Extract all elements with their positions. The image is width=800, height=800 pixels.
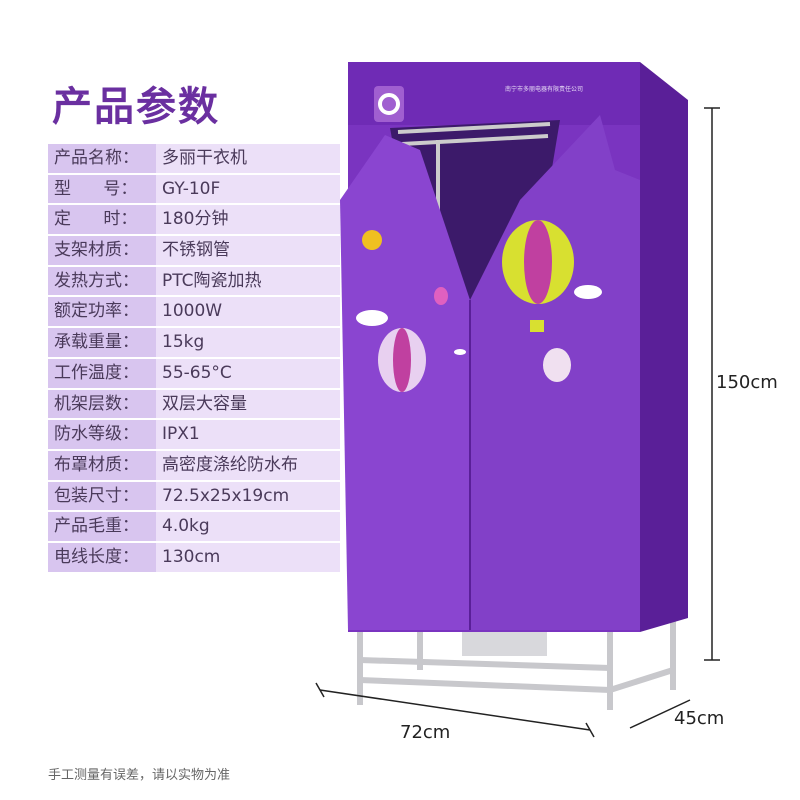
spec-row: 机架层数：双层大容量 — [48, 389, 340, 419]
spec-value: 多丽干衣机 — [156, 144, 340, 173]
spec-value: 55-65°C — [156, 358, 340, 388]
spec-value: 180分钟 — [156, 205, 340, 235]
spec-label: 包装尺寸： — [48, 481, 156, 511]
heater-unit — [462, 628, 547, 656]
spec-row: 定 时：180分钟 — [48, 205, 340, 235]
height-dimension: 150cm — [716, 372, 778, 393]
spec-row: 支架材质：不锈钢管 — [48, 236, 340, 265]
spec-label: 型 号： — [48, 174, 156, 204]
spec-row: 布罩材质：高密度涤纶防水布 — [48, 450, 340, 480]
cloud-icon — [574, 285, 602, 299]
page-title: 产品参数 — [52, 84, 220, 130]
spec-row: 防水等级：IPX1 — [48, 420, 340, 449]
spec-label: 布罩材质： — [48, 450, 156, 480]
spec-label: 承载重量： — [48, 328, 156, 357]
spec-label: 电线长度： — [48, 542, 156, 572]
spec-row: 额定功率：1000W — [48, 297, 340, 327]
measurement-note: 手工测量有误差，请以实物为准 — [48, 768, 231, 783]
spec-row: 型 号：GY-10F — [48, 174, 340, 204]
spec-row: 工作温度：55-65°C — [48, 358, 340, 388]
spec-value: IPX1 — [156, 420, 340, 449]
cover-side — [640, 62, 688, 632]
depth-dimension: 45cm — [674, 708, 725, 729]
spec-row: 产品名称：多丽干衣机 — [48, 144, 340, 173]
spec-value: 高密度涤纶防水布 — [156, 450, 340, 480]
spec-row: 承载重量：15kg — [48, 328, 340, 357]
spec-value: 1000W — [156, 297, 340, 327]
sun-icon — [362, 230, 382, 250]
spec-label: 机架层数： — [48, 389, 156, 419]
spec-value: 双层大容量 — [156, 389, 340, 419]
spec-label: 支架材质： — [48, 236, 156, 265]
spec-row: 产品毛重：4.0kg — [48, 512, 340, 541]
width-dimension: 72cm — [400, 722, 451, 743]
spec-row: 包装尺寸：72.5x25x19cm — [48, 481, 340, 511]
spec-value: 72.5x25x19cm — [156, 481, 340, 511]
spec-label: 额定功率： — [48, 297, 156, 327]
spec-label: 发热方式： — [48, 266, 156, 296]
balloon-icon — [543, 348, 571, 382]
spec-label: 定 时： — [48, 205, 156, 235]
dimension-lines — [315, 107, 720, 738]
spec-label: 防水等级： — [48, 420, 156, 449]
cloud-icon — [356, 310, 388, 326]
spec-value: 不锈钢管 — [156, 236, 340, 265]
spec-value: PTC陶瓷加热 — [156, 266, 340, 296]
company-name: 南宁市多丽电器有限责任公司 — [505, 86, 584, 93]
spec-label: 产品毛重： — [48, 512, 156, 541]
brand-logo — [374, 86, 404, 122]
spec-value: 130cm — [156, 542, 340, 572]
spec-label: 产品名称： — [48, 144, 156, 173]
spec-row: 电线长度：130cm — [48, 542, 340, 572]
spec-row: 发热方式：PTC陶瓷加热 — [48, 266, 340, 296]
spec-value: GY-10F — [156, 174, 340, 204]
spec-value: 15kg — [156, 328, 340, 357]
spec-label: 工作温度： — [48, 358, 156, 388]
spec-value: 4.0kg — [156, 512, 340, 541]
